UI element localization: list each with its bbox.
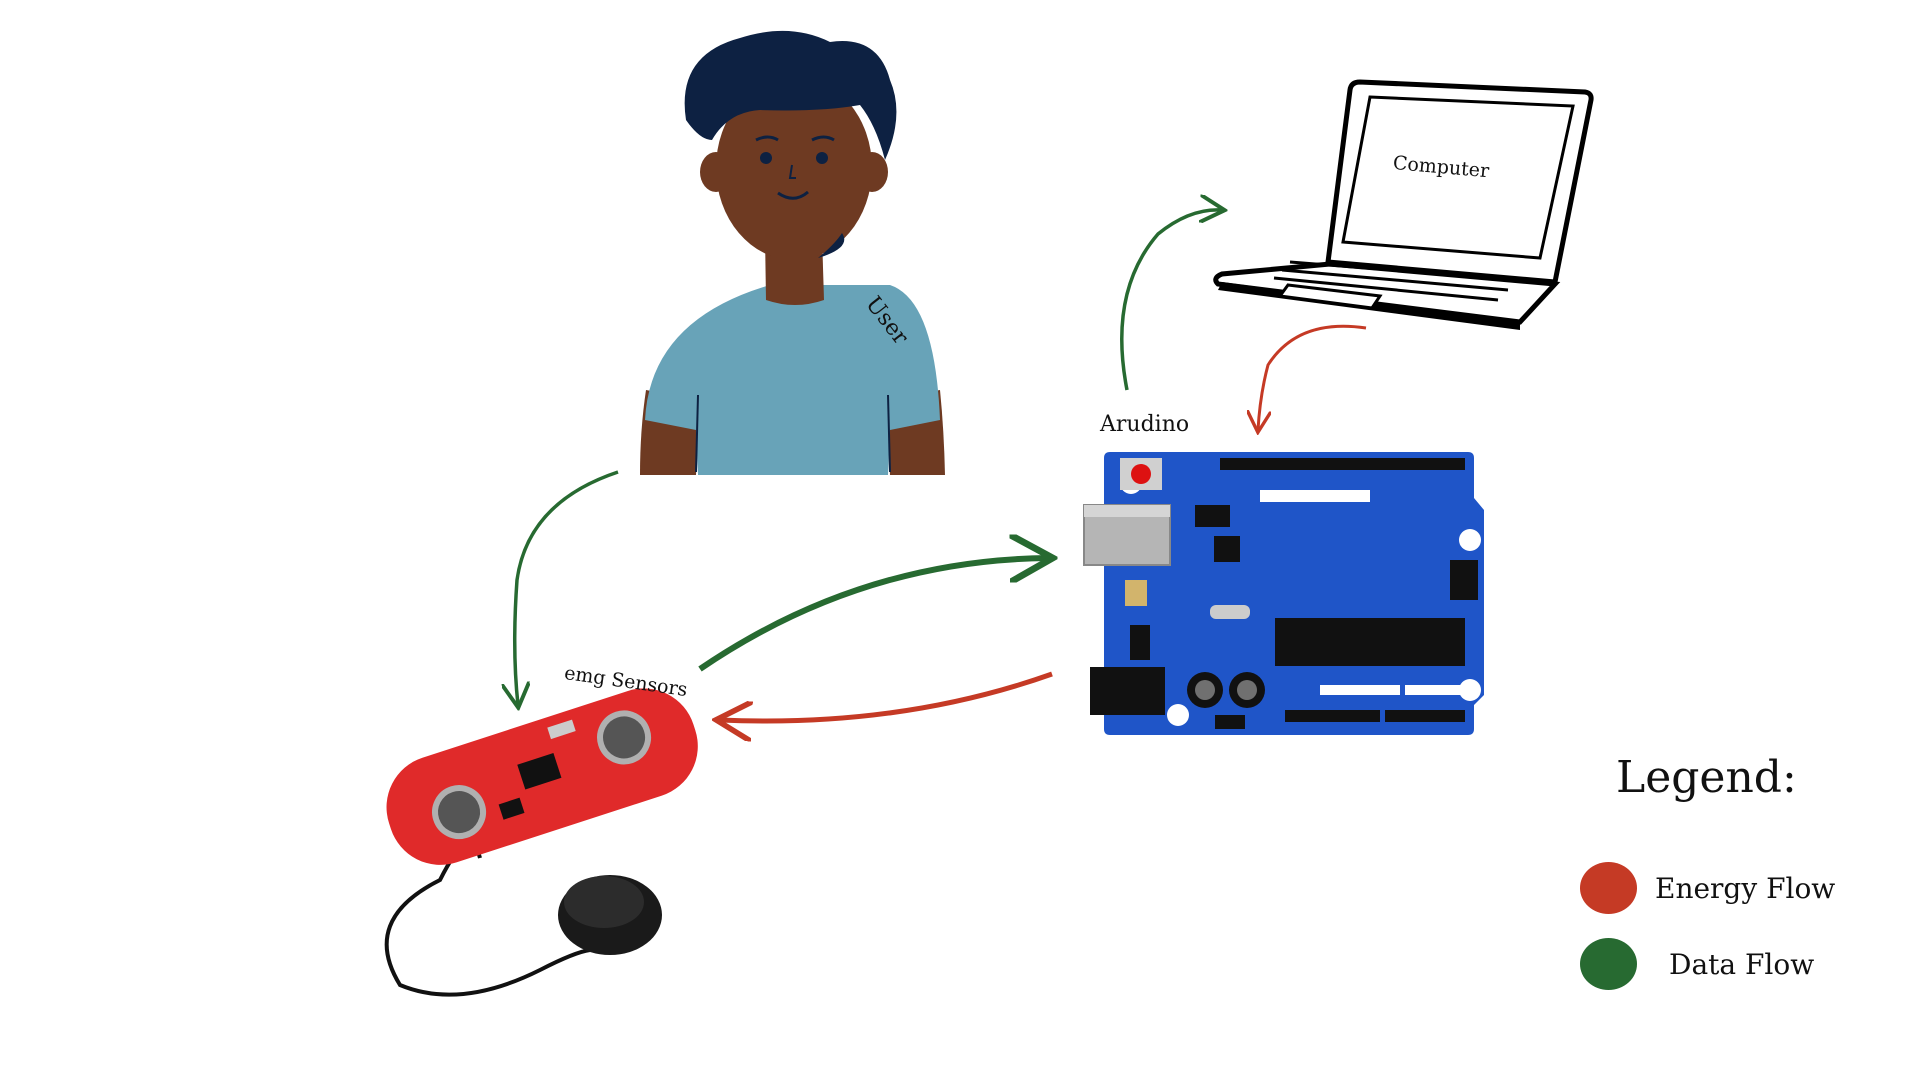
user-illustration bbox=[640, 30, 945, 475]
legend-swatch-energy bbox=[1580, 862, 1637, 914]
user-face bbox=[716, 76, 872, 260]
arduino-atmega-chip bbox=[1275, 618, 1465, 666]
arduino-header-power bbox=[1285, 710, 1380, 722]
legend-item-data-flow: Data Flow bbox=[1580, 938, 1814, 990]
legend-title: Legend: bbox=[1616, 752, 1797, 803]
arrow-computer-to-arduino bbox=[1258, 324, 1367, 430]
arrow-user-to-emg bbox=[515, 470, 619, 705]
legend-label-energy: Energy Flow bbox=[1655, 871, 1836, 905]
legend-item-energy-flow: Energy Flow bbox=[1580, 862, 1835, 914]
arrow-emg-to-arduino bbox=[698, 558, 1048, 672]
arduino-label: Arudino bbox=[1100, 412, 1190, 437]
flow-arrows bbox=[515, 210, 1367, 721]
arduino-header-digital bbox=[1220, 458, 1465, 470]
laptop-keyboard bbox=[1273, 260, 1519, 310]
arduino-power-jack bbox=[1090, 667, 1165, 715]
arrow-arduino-to-computer bbox=[1120, 210, 1222, 391]
arduino-board bbox=[1083, 452, 1484, 735]
computer-illustration bbox=[1213, 79, 1594, 330]
laptop-screen-inner bbox=[1341, 95, 1575, 260]
emg-electrode-left bbox=[432, 785, 487, 840]
user-hair bbox=[684, 30, 897, 161]
arrow-arduino-to-emg bbox=[720, 671, 1053, 721]
emg-electrode-right bbox=[597, 710, 652, 765]
user-shirt bbox=[645, 285, 940, 475]
legend-label-data: Data Flow bbox=[1669, 947, 1815, 981]
emg-sensor bbox=[384, 688, 698, 997]
legend-swatch-data bbox=[1580, 938, 1637, 990]
